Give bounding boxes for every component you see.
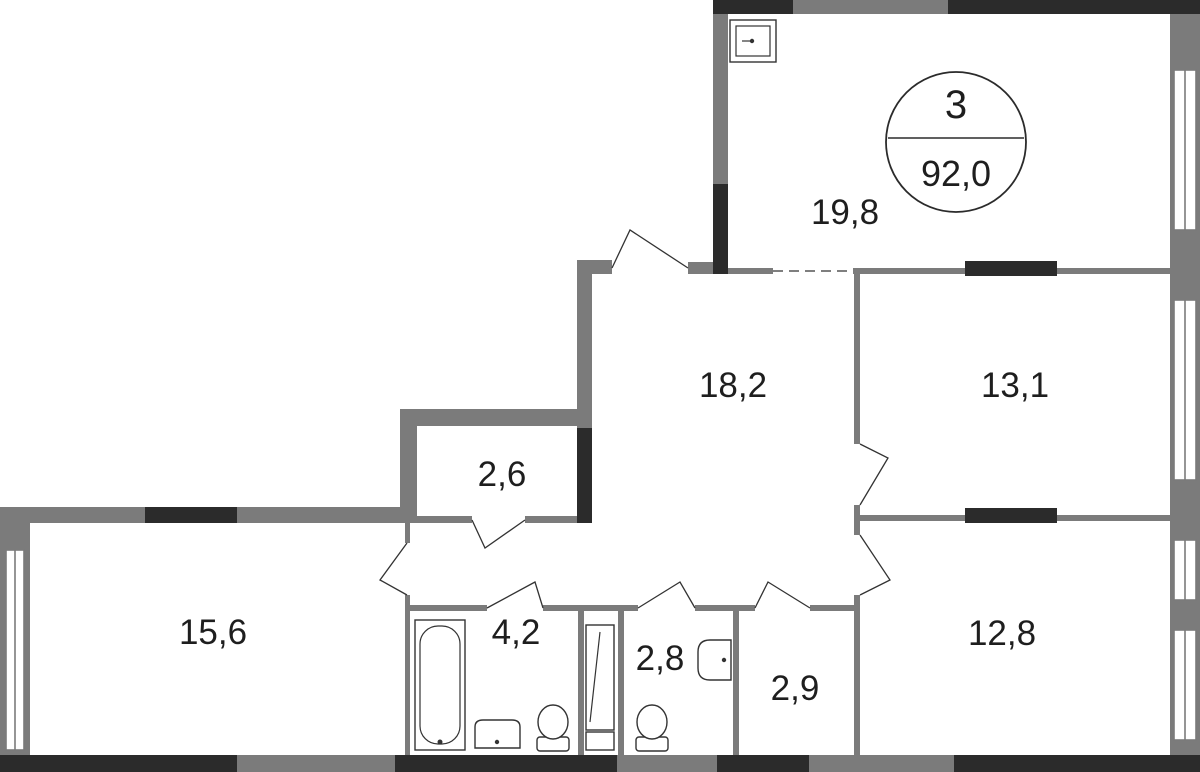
doors (379, 229, 891, 609)
area-label-bedroom-left: 15,6 (179, 613, 247, 652)
total-area: 92,0 (921, 153, 991, 194)
windows (5, 69, 1197, 751)
area-label-bedroom-mid-right: 13,1 (981, 366, 1049, 405)
fixtures (414, 19, 777, 752)
area-label-bathroom: 4,2 (492, 613, 541, 652)
small-sink-icon (697, 639, 732, 681)
area-label-bedroom-bottom-right: 12,8 (968, 614, 1036, 653)
toilet-icon (536, 704, 570, 752)
toilet-2-icon (635, 704, 669, 752)
kitchen-sink-icon (729, 19, 777, 63)
area-label-toilet: 2,8 (636, 639, 685, 678)
shower-icon (585, 624, 615, 751)
room-count: 3 (945, 83, 967, 127)
washbasin-icon (474, 719, 521, 749)
bathtub-icon (414, 619, 466, 751)
area-label-room-top-right: 19,8 (811, 193, 879, 232)
area-label-hall: 18,2 (699, 366, 767, 405)
area-label-closet: 2,9 (771, 669, 820, 708)
apartment-badge: 3 92,0 (885, 71, 1027, 213)
area-label-storage: 2,6 (478, 455, 527, 494)
room-labels: 19,8 18,2 13,1 2,6 15,6 4,2 2,8 2,9 12,8 (179, 193, 1049, 708)
